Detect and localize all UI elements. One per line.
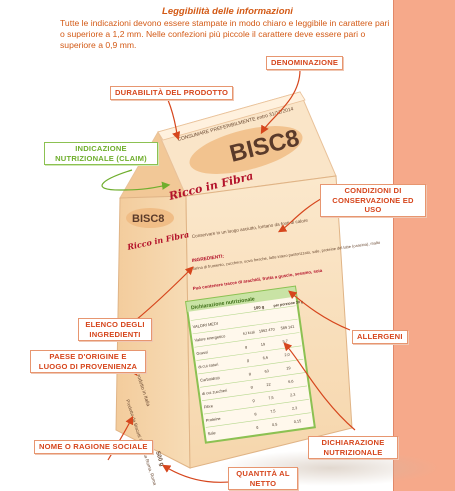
nutrition-row-value: 0,15 (294, 419, 302, 424)
nutrition-row-value: 63 (264, 369, 269, 374)
label-condizioni-conservazione: CONDIZIONI DI CONSERVAZIONE ED USO (320, 184, 426, 217)
page-title: Leggibilità delle informazioni (162, 6, 293, 17)
nutrition-col-header: 100 g (253, 304, 265, 311)
nutrition-row-name: Grassi (196, 349, 208, 356)
legibility-paragraph: Tutte le indicazioni devono essere stamp… (60, 18, 390, 51)
connector-durabilita (167, 99, 181, 141)
nutrition-row-divider (200, 372, 306, 388)
connector-condizioni (277, 195, 327, 233)
nutrition-row-name: di cui zuccheri (202, 388, 228, 396)
label-nome-ragione-sociale: NOME O RAGIONE SOCIALE (34, 440, 153, 454)
nutrition-row-divider (190, 305, 296, 321)
nutrition-row-name: Valore energetico (194, 333, 226, 342)
nutrition-row-value: 1962 470 (259, 327, 275, 333)
nutrition-row-value: 19 (286, 366, 291, 371)
nutrition-row-name: Sale (207, 430, 216, 436)
nutrition-row-unit: g (247, 358, 250, 362)
side-brand-oval (126, 208, 174, 228)
connector-nome (107, 415, 134, 461)
nutrition-row-value: 2,0 (284, 353, 290, 358)
nutrition-row-value: 6,6 (288, 379, 294, 384)
nutrition-row-divider (198, 358, 304, 375)
label-elenco-ingredienti: ELENCO DEGLI INGREDIENTI (78, 318, 152, 341)
connector-denominazione (260, 69, 301, 135)
strip-edge-line (393, 0, 394, 491)
connector-elenco (135, 266, 194, 321)
nutrition-row-value: 22 (266, 383, 271, 388)
nutrition-row-value: 5,7 (282, 339, 288, 344)
nutrition-row-name: di cui saturi (198, 362, 219, 370)
box-roof-ridge (157, 91, 306, 141)
nutrition-row-value: 0,5 (272, 422, 278, 427)
nutrition-row-name: Proteine (205, 416, 221, 423)
nutrition-row-unit: kJ kcal (243, 330, 255, 336)
label-allergeni: ALLERGENI (352, 330, 408, 344)
nutrition-row-value: 19 (261, 342, 266, 347)
nutrition-row-unit: g (252, 398, 255, 402)
label-dichiarazione-nutrizionale: DICHIARAZIONE NUTRIZIONALE (308, 436, 398, 459)
nutrition-row-value: 7,5 (268, 396, 274, 401)
nutrition-row-name: Carboidrati (200, 375, 220, 383)
connector-indicazione (101, 169, 171, 191)
nutrition-col-header: per porzione 30 g (273, 300, 303, 308)
nutrition-row-unit: g (250, 385, 253, 389)
connector-dichiarazione (283, 342, 356, 431)
label-quantita-netto: QUANTITÀ AL NETTO (228, 467, 298, 490)
label-durabilita: DURABILITÀ DEL PRODOTTO (110, 86, 234, 100)
nutrition-row-unit: g (245, 345, 248, 349)
side-qty-text: 500 g (154, 451, 165, 468)
label-paese-origine: PAESE D'ORIGINE E LUOGO DI PROVENIENZA (30, 350, 146, 373)
nutrition-row-value: 7,5 (270, 409, 276, 414)
nutrition-row-name: VALORI MEDI (192, 321, 218, 330)
nutrition-row-unit: g (254, 412, 257, 416)
nutrition-row-unit: g (256, 425, 259, 429)
label-indicazione-nutrizionale: INDICAZIONE NUTRIZIONALE (CLAIM) (44, 142, 158, 165)
nutrition-row-value: 589 141 (280, 325, 294, 331)
connector-allergeni (288, 290, 351, 331)
label-denominazione: DENOMINAZIONE (266, 56, 344, 70)
nutrition-row-divider (201, 385, 308, 402)
nutrition-row-divider (194, 332, 300, 348)
ingredients-heading: INGREDIENTI: (191, 253, 224, 264)
nutrition-row-value: 6,6 (262, 356, 268, 361)
brand-oval (189, 126, 303, 174)
nutrition-row-divider (192, 318, 298, 335)
nutrition-row-unit: g (248, 372, 251, 376)
nutrition-row-value: 2,3 (290, 393, 296, 398)
right-decorative-strip (393, 0, 455, 491)
nutrition-row-divider (203, 399, 309, 415)
side-brand-logo: BISC8 (132, 213, 164, 225)
nutrition-row-name: Fibre (204, 403, 214, 409)
nutrition-row-value: 2,3 (292, 406, 298, 411)
nutrition-row-divider (205, 412, 311, 428)
